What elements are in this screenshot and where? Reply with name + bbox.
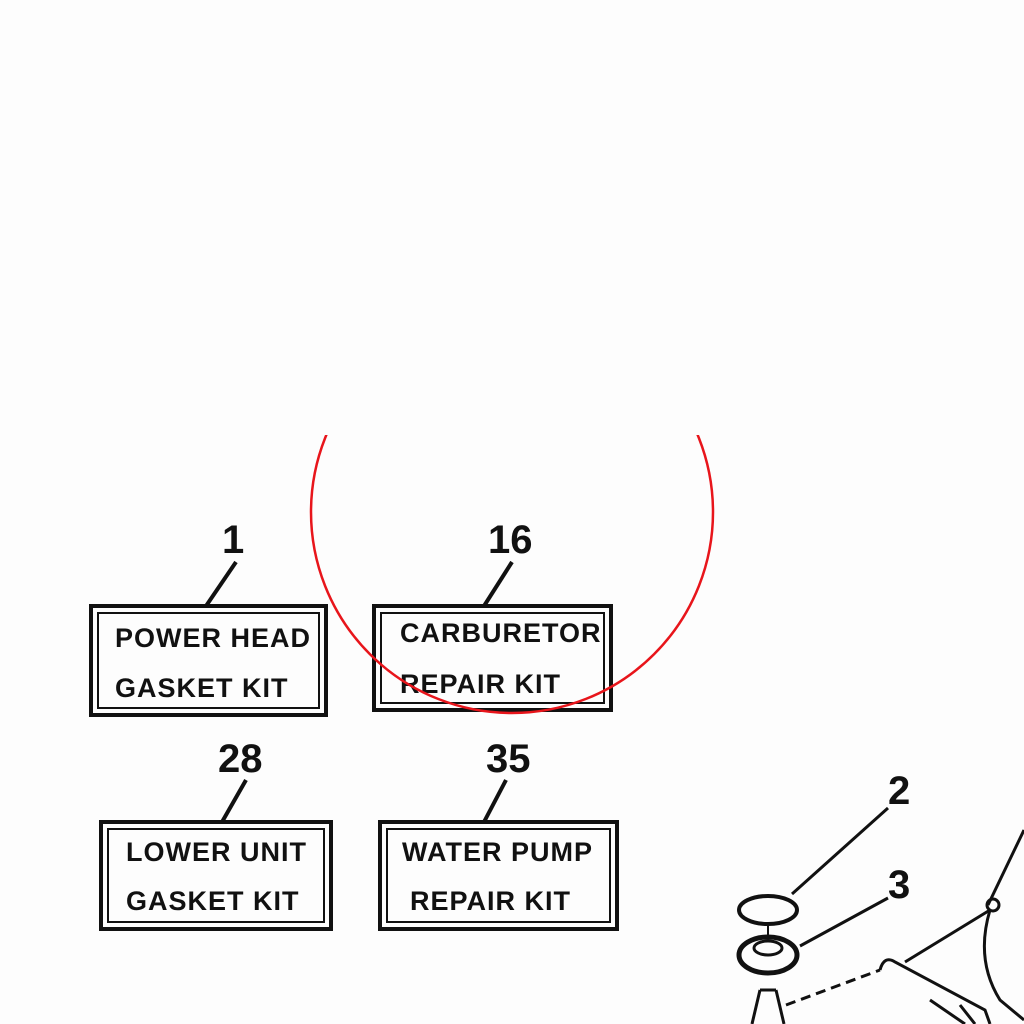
highlight-circle <box>309 435 715 715</box>
kit-carburetor-repair[interactable]: 16 CARBURETOR REPAIR KIT <box>372 518 613 712</box>
seal-inner <box>752 939 784 957</box>
kit-label-line2: REPAIR KIT <box>410 886 571 916</box>
kit-label-line2: GASKET KIT <box>115 673 289 703</box>
leader-line <box>204 560 238 608</box>
o-ring-shape <box>737 894 799 926</box>
kit-label-line1: WATER PUMP <box>402 837 593 867</box>
leader-line <box>220 779 248 823</box>
kit-power-head-gasket[interactable]: 1 POWER HEAD GASKET KIT <box>89 518 328 717</box>
leader-line <box>482 779 508 823</box>
kit-ref-number: 28 <box>218 737 263 781</box>
kit-water-pump-repair[interactable]: 35 WATER PUMP REPAIR KIT <box>378 737 619 931</box>
leader-line <box>799 896 889 948</box>
kit-box-outer <box>378 820 619 931</box>
kit-label-line1: POWER HEAD <box>115 623 311 653</box>
kit-box-outer <box>89 604 328 717</box>
pump-housing-fragment <box>750 829 1024 1024</box>
leader-line <box>790 806 890 896</box>
kit-lower-unit-gasket[interactable]: 28 LOWER UNIT GASKET KIT <box>99 737 333 931</box>
part-3-seal[interactable]: 3 <box>736 863 910 976</box>
kit-ref-number: 16 <box>488 518 533 562</box>
kit-label-line1: CARBURETOR <box>400 618 602 648</box>
kit-box-inner <box>107 828 325 923</box>
kit-box-inner <box>386 828 611 923</box>
leader-line <box>482 560 514 608</box>
kit-ref-number: 35 <box>486 737 531 781</box>
kit-ref-number: 1 <box>222 518 244 562</box>
kit-box-inner <box>380 612 605 704</box>
part-ref-number: 3 <box>888 863 910 907</box>
kit-box-outer <box>99 820 333 931</box>
kit-label-line2: REPAIR KIT <box>400 669 561 699</box>
part-ref-number: 2 <box>888 769 910 813</box>
kit-label-line2: GASKET KIT <box>126 886 300 916</box>
kit-label-line1: LOWER UNIT <box>126 837 307 867</box>
kit-box-inner <box>97 612 320 709</box>
part-2-o-ring[interactable]: 2 <box>737 769 910 926</box>
